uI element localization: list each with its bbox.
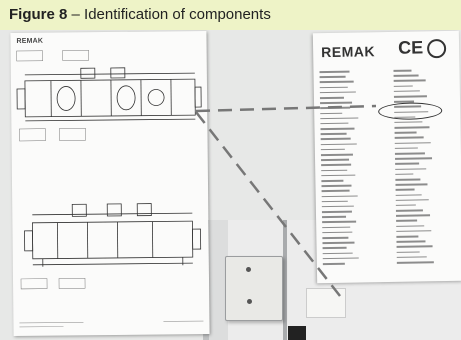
- figure-label: Figure 8: [9, 6, 68, 23]
- nameplate-row: [322, 261, 457, 269]
- nameplate-rows: [319, 69, 456, 268]
- ce-mark: CE: [397, 37, 424, 58]
- screw-icon: [246, 267, 251, 272]
- unit-nameplate: REMAK CE: [312, 30, 461, 284]
- junction-box: [225, 256, 283, 321]
- small-unit-label: [306, 288, 346, 318]
- photo-area: REMAK: [0, 30, 461, 340]
- figure-title: – Identification of components: [67, 6, 271, 23]
- drawing-sheet: REMAK: [10, 30, 210, 337]
- cable-gland: [288, 326, 306, 340]
- screw-icon: [247, 299, 252, 304]
- figure-caption: Figure 8 – Identification of components: [0, 0, 461, 30]
- certification-seal-icon: [426, 38, 447, 59]
- unit-drawings: [16, 49, 204, 328]
- panel-seam: [283, 220, 287, 340]
- nameplate-logo: REMAK: [321, 43, 376, 61]
